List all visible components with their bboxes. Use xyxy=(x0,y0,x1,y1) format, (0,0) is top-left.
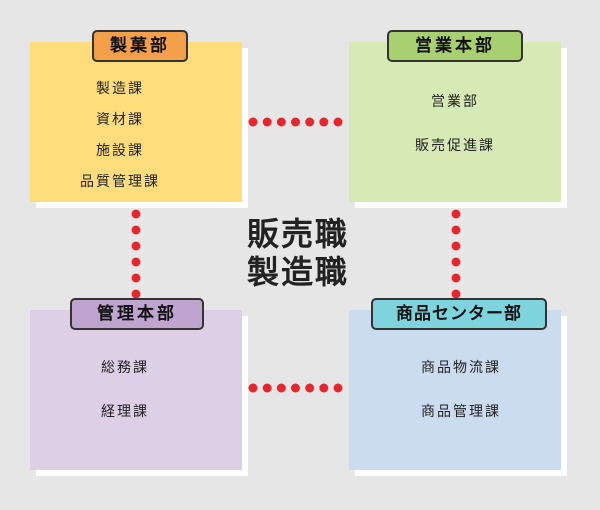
list-admin-sections: 総務課 経理課 xyxy=(50,346,200,434)
connector-dot xyxy=(451,273,461,283)
connector-dot xyxy=(131,241,141,251)
center-label-manufacturing-job: 製造職 xyxy=(246,253,349,291)
connector-dot xyxy=(262,383,272,393)
list-item: 商品管理課 xyxy=(421,404,501,420)
connector-dot xyxy=(248,383,258,393)
connector-dot xyxy=(131,273,141,283)
connector-dot xyxy=(451,241,461,251)
connector-dot xyxy=(319,383,329,393)
connector-dot xyxy=(276,117,286,127)
list-item: 経理課 xyxy=(101,404,149,420)
list-sales-sections: 営業部 販売促進課 xyxy=(365,80,545,168)
list-item: 品質管理課 xyxy=(80,174,160,190)
connector-dot xyxy=(131,257,141,267)
connector-dot xyxy=(305,383,315,393)
connector-dot xyxy=(451,257,461,267)
box-product-center xyxy=(349,310,561,470)
connector-left xyxy=(131,209,141,299)
connector-dot xyxy=(131,209,141,219)
connector-dot xyxy=(319,117,329,127)
connector-dot xyxy=(276,383,286,393)
list-item: 施設課 xyxy=(96,143,144,159)
title-seizo-department: 製菓部 xyxy=(92,30,188,62)
list-item: 販売促進課 xyxy=(415,138,495,154)
connector-dot xyxy=(451,225,461,235)
connector-dot xyxy=(333,383,343,393)
list-seizo-sections: 製造課 資材課 施設課 品質管理課 xyxy=(30,74,210,198)
title-sales-headquarters: 営業本部 xyxy=(387,30,523,62)
connector-dot xyxy=(305,117,315,127)
list-item: 資材課 xyxy=(96,112,144,128)
connector-dot xyxy=(248,117,258,127)
box-sales-headquarters xyxy=(349,42,561,202)
list-item: 営業部 xyxy=(431,94,479,110)
connector-top xyxy=(248,117,343,127)
connector-bottom xyxy=(248,383,343,393)
center-label-sales-job: 販売職 xyxy=(246,215,349,253)
connector-dot xyxy=(131,225,141,235)
list-product-center-sections: 商品物流課 商品管理課 xyxy=(371,346,551,434)
list-item: 商品物流課 xyxy=(421,360,501,376)
connector-dot xyxy=(451,209,461,219)
connector-dot xyxy=(262,117,272,127)
connector-right xyxy=(451,209,461,299)
list-item: 製造課 xyxy=(96,81,144,97)
connector-dot xyxy=(291,117,300,127)
box-seizo-department xyxy=(30,42,242,202)
connector-dot xyxy=(333,117,343,127)
connector-dot xyxy=(451,289,461,299)
title-admin-headquarters: 管理本部 xyxy=(70,298,204,330)
list-item: 総務課 xyxy=(101,360,149,376)
connector-dot xyxy=(291,383,300,393)
connector-dot xyxy=(131,289,141,299)
box-admin-headquarters xyxy=(30,310,242,470)
title-product-center: 商品センター部 xyxy=(371,298,547,330)
